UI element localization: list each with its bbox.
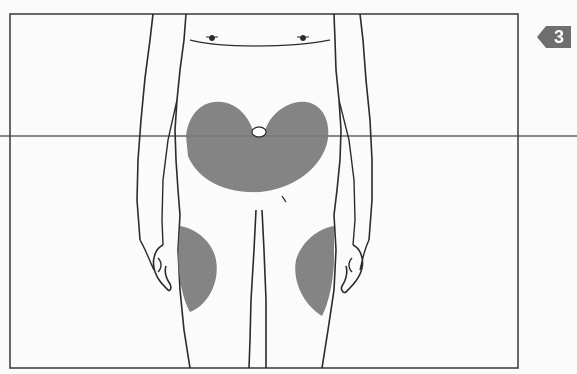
right-hand-outline [341,245,362,293]
step-number: 3 [549,26,569,48]
step-number-badge: 3 [537,24,571,50]
left-leg-inner-outline [249,210,256,368]
chest-line [190,40,330,46]
left-hand-outline [153,245,170,291]
left-arm-outer-outline [137,14,153,240]
left-nipple-mark [209,35,215,41]
right-arm-inner-outline [339,100,355,245]
left-hand-finger [158,258,161,272]
right-leg-inner-outline [262,210,266,368]
left-hip-shaded-area [178,226,217,312]
left-wrist-outline [140,240,154,270]
torso-right-outline [334,14,341,215]
lower-abdomen-mark [282,196,286,202]
torso-left-outline [175,14,186,215]
right-hip-shaded-area [295,226,334,316]
abdomen-shaded-area [186,102,328,192]
right-nipple-mark [300,35,306,41]
right-arm-outer-outline [360,14,372,240]
right-hand-finger [349,258,352,272]
navel-mark [252,127,266,137]
